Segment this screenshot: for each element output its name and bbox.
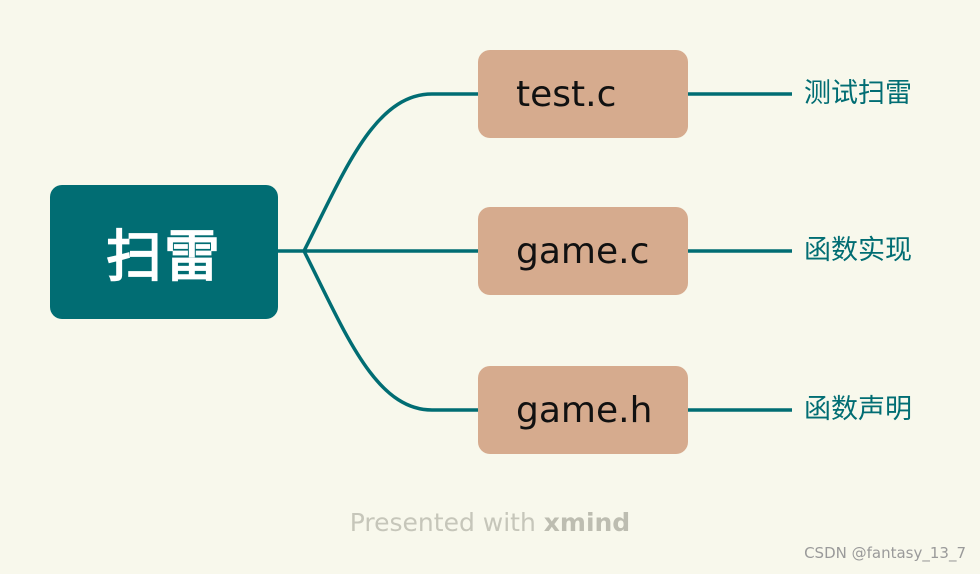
footer-prefix: Presented with xyxy=(349,508,536,537)
root-topic[interactable]: 扫雷 xyxy=(50,185,278,319)
xmind-logo-text: xmind xyxy=(543,508,631,537)
branch-topic-game-h[interactable]: game.h xyxy=(478,366,688,454)
root-topic-label: 扫雷 xyxy=(106,224,222,290)
branch-topic-game-c[interactable]: game.c xyxy=(478,207,688,295)
connector-branch-3 xyxy=(302,250,478,412)
branch-topic-label: game.h xyxy=(516,389,653,431)
note-game-h[interactable]: 函数声明 xyxy=(804,394,912,425)
connector-branch-1 xyxy=(302,92,478,252)
note-game-c[interactable]: 函数实现 xyxy=(804,235,912,266)
presented-with-footer: Presented with xmind xyxy=(0,508,980,537)
branch-topic-test-c[interactable]: test.c xyxy=(478,50,688,138)
branch-topic-label: test.c xyxy=(516,73,617,115)
csdn-watermark: CSDN @fantasy_13_7 xyxy=(804,544,966,562)
note-test-c[interactable]: 测试扫雷 xyxy=(804,78,912,109)
branch-topic-label: game.c xyxy=(516,230,650,272)
